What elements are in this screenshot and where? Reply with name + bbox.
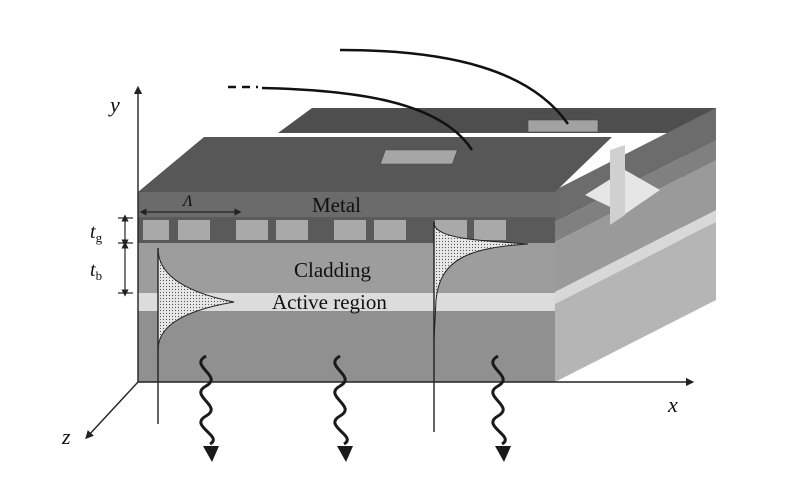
- grating-teeth: [143, 220, 506, 240]
- substrate-layer: [138, 311, 555, 382]
- wire-back: [339, 48, 570, 125]
- side-cladding: [555, 160, 716, 292]
- cladding-label: Cladding: [294, 258, 371, 282]
- y-axis-label: y: [108, 92, 120, 117]
- side-active: [555, 210, 716, 304]
- tb-label: tb: [90, 259, 102, 283]
- mode-profile-right: [433, 224, 529, 341]
- side-ridge-wall: [610, 145, 625, 225]
- emission-wave-1: [199, 354, 215, 446]
- active-label: Active region: [272, 290, 387, 314]
- emission-arrows: [199, 354, 507, 446]
- emission-wave-2: [333, 354, 349, 446]
- back-ridge-top: [278, 108, 716, 133]
- emission-heads: [203, 446, 511, 462]
- front-face: [138, 192, 555, 382]
- axes: [85, 85, 695, 440]
- z-axis-label: z: [61, 424, 71, 449]
- metal-label: Metal: [312, 193, 361, 217]
- x-axis-label: x: [667, 392, 678, 417]
- chip-side: [555, 108, 716, 382]
- z-axis: [85, 381, 139, 440]
- thickness-brackets: [118, 214, 133, 297]
- cladding-layer: [138, 243, 555, 293]
- period-label: Λ: [181, 193, 193, 210]
- front-pad: [379, 149, 458, 165]
- front-ridge-top: [138, 137, 612, 192]
- tg-label: tg: [90, 221, 103, 245]
- side-substrate: [555, 222, 716, 382]
- active-layer: [138, 293, 555, 311]
- wires: [228, 48, 570, 151]
- back-pad: [527, 119, 599, 133]
- emission-wave-3: [491, 354, 507, 446]
- tg-subscript: g: [96, 230, 103, 245]
- mode-profile-left: [157, 247, 235, 351]
- tb-subscript: b: [96, 268, 103, 283]
- wire-front: [261, 86, 474, 151]
